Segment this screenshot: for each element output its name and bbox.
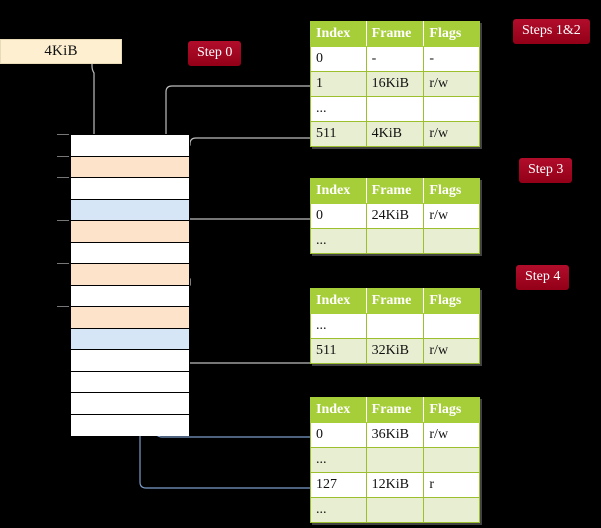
table-cell: 24KiB xyxy=(365,203,425,229)
memory-grid-tick xyxy=(57,306,69,307)
memory-frame-row xyxy=(71,242,189,264)
memory-grid-tick xyxy=(57,263,69,264)
memory-frame-row xyxy=(71,199,189,221)
memory-frame-row xyxy=(71,414,189,436)
memory-frame-row xyxy=(71,264,189,286)
physical-memory-grid xyxy=(70,134,190,436)
badge-step-3: Step 3 xyxy=(519,158,573,183)
memory-frame-row xyxy=(71,393,189,415)
memory-frame-row xyxy=(71,135,189,157)
table-cell xyxy=(365,96,425,122)
table-cell: ... xyxy=(310,447,367,473)
memory-frame-row xyxy=(71,156,189,178)
table-cell xyxy=(365,228,425,254)
badge-step-4: Step 4 xyxy=(516,265,570,290)
table-cell: 4KiB xyxy=(365,121,425,147)
table-row: ... xyxy=(310,313,480,339)
table-cell: r xyxy=(423,472,480,498)
table-cell xyxy=(365,313,425,339)
memory-frame-row xyxy=(71,285,189,307)
table-cell xyxy=(365,447,425,473)
table-cell: 511 xyxy=(310,338,367,364)
table-row: ... xyxy=(310,497,480,523)
column-header-flags: Flags xyxy=(423,397,480,423)
table-cell: ... xyxy=(310,313,367,339)
table-cell: 12KiB xyxy=(365,472,425,498)
memory-frame-row xyxy=(71,178,189,200)
column-header-index: Index xyxy=(310,397,367,423)
column-header-flags: Flags xyxy=(423,178,480,204)
table-cell: r/w xyxy=(423,71,480,97)
table-cell xyxy=(423,228,480,254)
badge-step-0: Step 0 xyxy=(188,41,242,66)
memory-grid-tick xyxy=(57,220,69,221)
table-cell: 0 xyxy=(310,422,367,448)
table-cell: r/w xyxy=(423,121,480,147)
table-cell: 32KiB xyxy=(365,338,425,364)
table-row: ... xyxy=(310,96,480,122)
table-row: ... xyxy=(310,447,480,473)
memory-frame-row xyxy=(71,221,189,243)
table-cell: r/w xyxy=(423,203,480,229)
memory-frame-row xyxy=(71,307,189,329)
memory-frame-row xyxy=(71,350,189,372)
badge-steps-1-2: Steps 1&2 xyxy=(513,19,590,44)
table-cell: - xyxy=(365,46,425,72)
table-cell: 1 xyxy=(310,71,367,97)
memory-grid-tick xyxy=(57,155,69,157)
table-row: 0-- xyxy=(310,46,480,72)
table-cell: - xyxy=(423,46,480,72)
table-cell xyxy=(423,96,480,122)
source-frame-label: 4KiB xyxy=(44,43,78,59)
table-cell: 16KiB xyxy=(365,71,425,97)
memory-grid-tick xyxy=(57,134,69,135)
table-cell: r/w xyxy=(423,422,480,448)
table-cell: ... xyxy=(310,96,367,122)
column-header-frame: Frame xyxy=(365,178,425,204)
table-cell: ... xyxy=(310,228,367,254)
column-header-frame: Frame xyxy=(365,397,425,423)
table-row: ... xyxy=(310,228,480,254)
table-cell xyxy=(423,497,480,523)
table-cell: 0 xyxy=(310,203,367,229)
table-cell: 0 xyxy=(310,46,367,72)
table-cell: 127 xyxy=(310,472,367,498)
table-cell: 511 xyxy=(310,121,367,147)
table-cell: ... xyxy=(310,497,367,523)
column-header-frame: Frame xyxy=(365,288,425,314)
memory-frame-row xyxy=(71,328,189,350)
table-cell xyxy=(423,313,480,339)
memory-grid-tick xyxy=(57,177,69,178)
column-header-flags: Flags xyxy=(423,21,480,47)
column-header-index: Index xyxy=(310,21,367,47)
table-cell: r/w xyxy=(423,338,480,364)
column-header-flags: Flags xyxy=(423,288,480,314)
table-cell xyxy=(365,497,425,523)
table-cell xyxy=(423,447,480,473)
column-header-index: Index xyxy=(310,178,367,204)
memory-frame-row xyxy=(71,371,189,393)
column-header-index: Index xyxy=(310,288,367,314)
source-frame-box: 4KiB xyxy=(0,39,122,64)
table-cell: 36KiB xyxy=(365,422,425,448)
column-header-frame: Frame xyxy=(365,21,425,47)
